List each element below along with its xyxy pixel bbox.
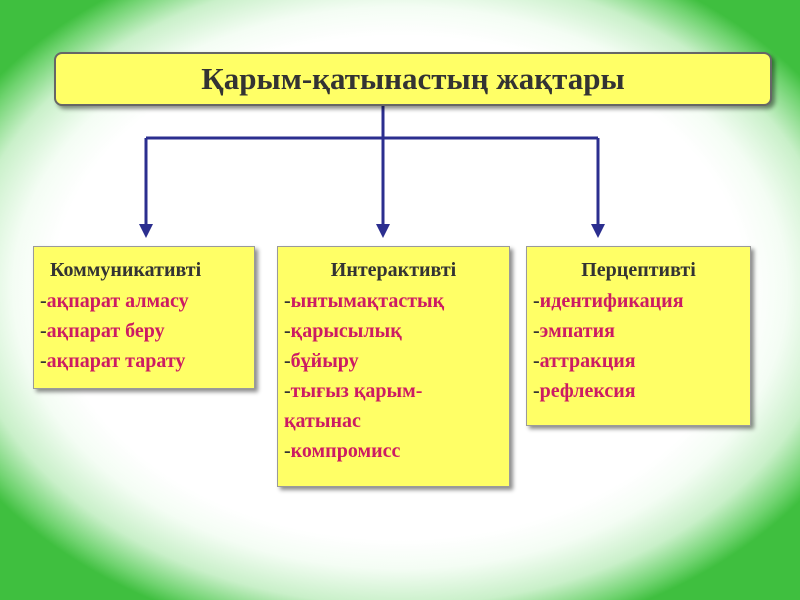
branch-item: -компромисс	[284, 440, 401, 462]
branch-item: -ақпарат тарату	[40, 350, 186, 372]
branch-heading: Перцептивті	[581, 259, 696, 281]
branch-heading: Коммуникативті	[50, 259, 202, 281]
branch-communicative: Коммуникативті -ақпарат алмасу -ақпарат …	[33, 246, 255, 389]
branch-item: -ынтымақтастық	[284, 290, 445, 312]
branch-perceptive: Перцептивті -идентификация -эмпатия -атт…	[526, 246, 751, 426]
branch-heading: Интерактивті	[330, 259, 457, 281]
branch-item: -тығыз қарым-	[284, 380, 423, 402]
branch-item: -ақпарат беру	[40, 320, 165, 342]
branch-item: -бұйыру	[284, 350, 359, 372]
arrow-left-head	[139, 224, 153, 238]
branch-item: -қарысылық	[284, 320, 402, 342]
root-title: Қарым-қатынастың жақтары	[201, 61, 625, 96]
branch-item: -аттракция	[533, 350, 636, 372]
branch-item: -ақпарат алмасу	[40, 290, 189, 312]
branch-interactive: Интерактивті -ынтымақтастық -қарысылық -…	[277, 246, 510, 487]
arrow-right-head	[591, 224, 605, 238]
branch-item: -идентификация	[533, 290, 684, 312]
branch-item: -рефлексия	[533, 380, 636, 402]
branch-item: -эмпатия	[533, 320, 615, 342]
branch-item: қатынас	[284, 410, 361, 432]
root-node: Қарым-қатынастың жақтары	[54, 52, 772, 106]
arrow-center-head	[376, 224, 390, 238]
